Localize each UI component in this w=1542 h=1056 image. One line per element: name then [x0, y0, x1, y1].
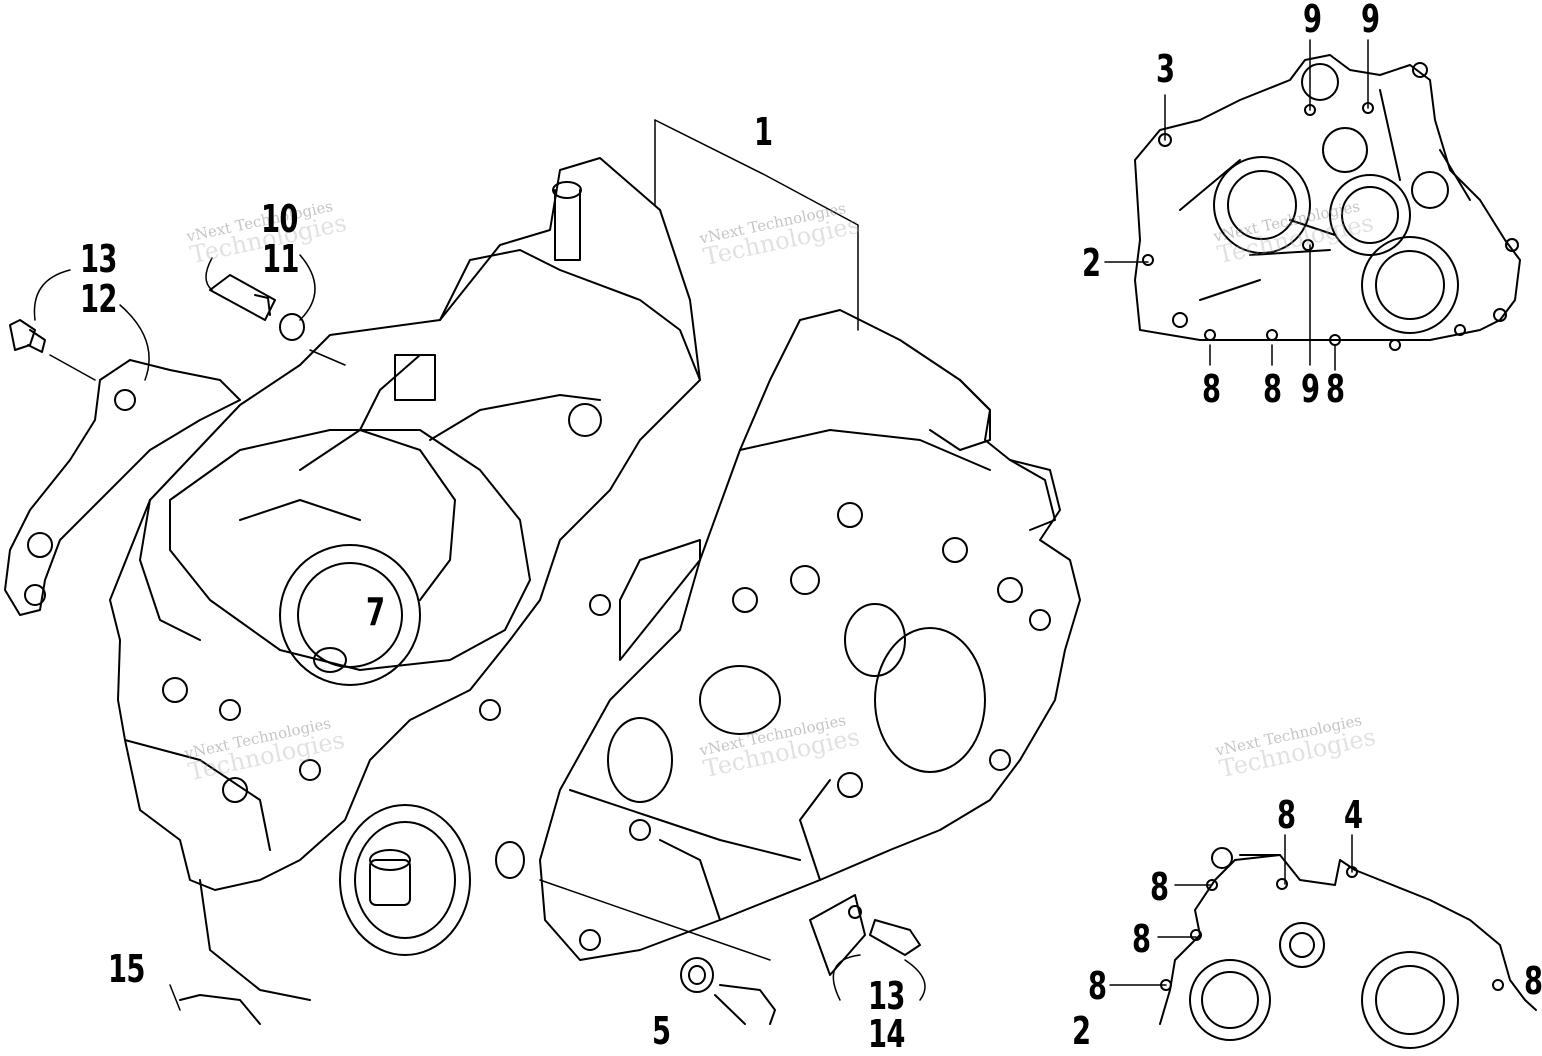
callout-2: 2	[1072, 1009, 1091, 1053]
bolt-part-5	[680, 957, 776, 1025]
bolt-part-13-bottom	[809, 894, 921, 976]
part-15	[179, 994, 261, 1025]
callout-11: 11	[262, 237, 299, 281]
bracket-part-12	[4, 359, 241, 616]
callout-10: 10	[261, 197, 298, 241]
callout-5: 5	[652, 1009, 671, 1053]
inset-crankcase-face-top	[1134, 54, 1521, 351]
bolt-part-13-top	[9, 319, 46, 353]
crankcase-drawing	[4, 39, 1537, 1049]
callout-9: 9	[1303, 0, 1322, 41]
crankcase-left-half	[109, 157, 701, 1001]
leader-lines	[33, 119, 926, 1011]
crankcase-right-half	[539, 309, 1081, 961]
callout-2: 2	[1082, 241, 1101, 285]
callout-14: 14	[868, 1012, 905, 1056]
callout-8: 8	[1524, 959, 1542, 1003]
callout-8: 8	[1263, 367, 1282, 411]
callout-8: 8	[1088, 964, 1107, 1008]
callout-8: 8	[1277, 793, 1296, 837]
callout-1: 1	[754, 110, 773, 154]
callout-13: 13	[80, 237, 117, 281]
callout-8: 8	[1202, 367, 1221, 411]
inset-crankcase-face-bottom	[1159, 847, 1537, 1049]
sensor-part-10	[209, 274, 305, 341]
callout-4: 4	[1344, 793, 1363, 837]
callout-7: 7	[366, 590, 385, 634]
callout-9: 9	[1361, 0, 1380, 41]
callout-12: 12	[80, 277, 117, 321]
callout-13: 13	[868, 974, 905, 1018]
callout-3: 3	[1156, 47, 1175, 91]
callout-9: 9	[1301, 367, 1320, 411]
callout-8: 8	[1326, 367, 1345, 411]
callout-8: 8	[1132, 917, 1151, 961]
callout-15: 15	[108, 947, 145, 991]
inset-leaders	[1104, 39, 1369, 986]
drain-plug-assembly	[339, 804, 525, 956]
callout-8: 8	[1150, 865, 1169, 909]
